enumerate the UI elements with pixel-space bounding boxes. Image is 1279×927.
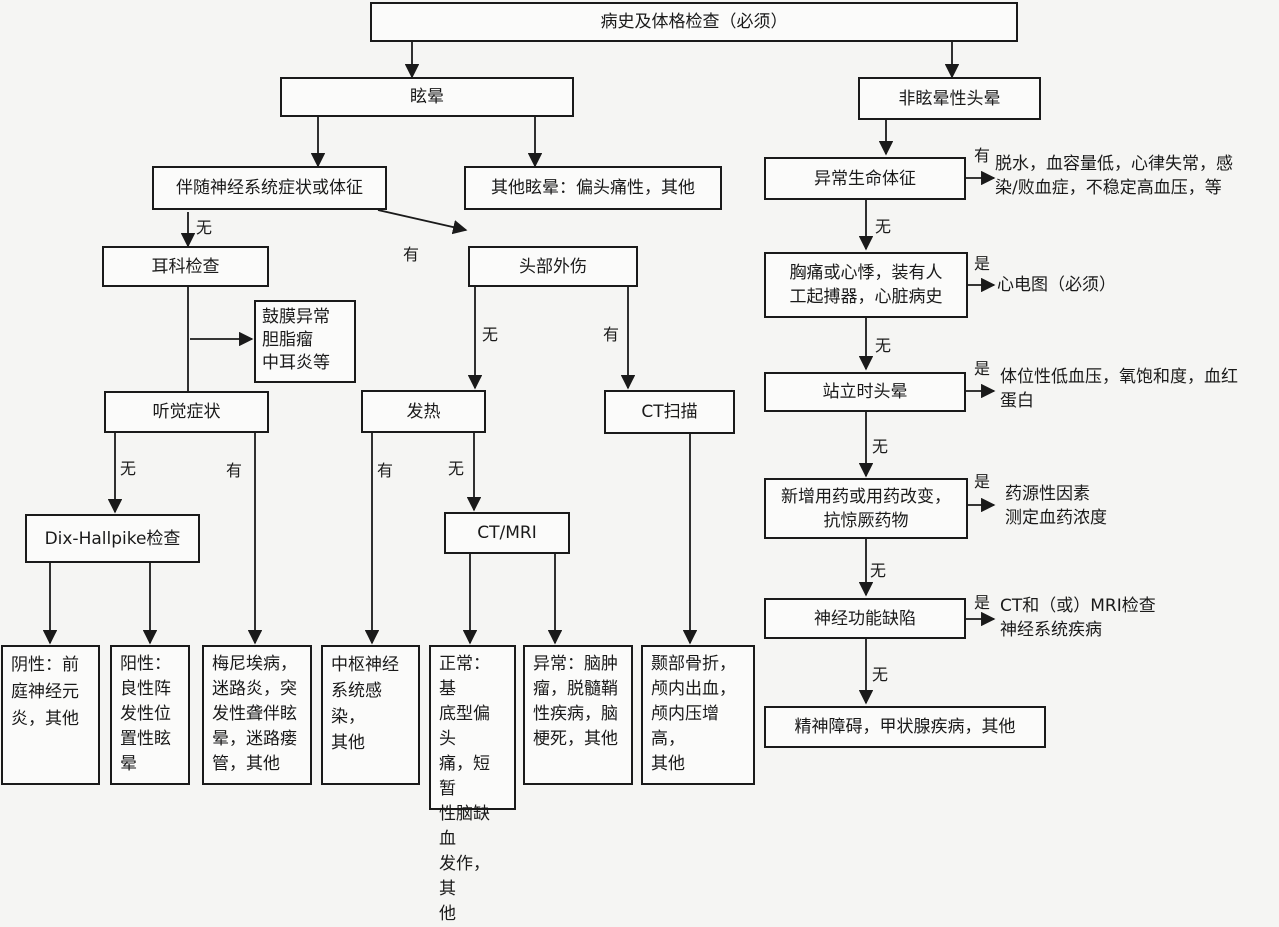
edge-label-no: 无 bbox=[482, 325, 499, 344]
negative-result-box: 阴性：前 庭神经元 炎，其他 bbox=[1, 645, 100, 785]
edge-label-no: 无 bbox=[448, 459, 465, 478]
eardrum-line: 胆脂瘤 bbox=[262, 330, 313, 350]
eardrum-line: 鼓膜异常 bbox=[262, 307, 330, 327]
abnormal-result-box: 异常：脑肿 瘤，脱髓鞘 性疾病，脑 梗死，其他 bbox=[523, 645, 633, 785]
edge-label-no: 无 bbox=[875, 336, 892, 355]
positive-result-box: 阳性： 良性阵 发性位 置性眩 晕 bbox=[110, 645, 190, 785]
edge-label-shi: 是 bbox=[974, 254, 991, 273]
vitals-result-line: 脱水，血容量低，心律失常，感 bbox=[995, 154, 1233, 174]
edge-label-yes: 有 bbox=[974, 146, 991, 165]
chest-pain-box: 胸痛或心悸，装有人 工起搏器，心脏病史 bbox=[764, 252, 968, 318]
meniere-line: 迷路炎，突 bbox=[212, 679, 297, 699]
ct-scan-box: CT扫描 bbox=[604, 390, 735, 434]
new-drug-line: 新增用药或用药改变， bbox=[781, 486, 951, 507]
drug-result-text: 药源性因素 测定血药浓度 bbox=[1005, 482, 1107, 530]
ct-mri-box: CT/MRI bbox=[444, 512, 570, 554]
positive-line: 置性眩 bbox=[120, 729, 171, 749]
edge-label-no: 无 bbox=[196, 218, 213, 237]
vitals-result-line: 染/败血症，不稳定高血压，等 bbox=[995, 178, 1222, 198]
skull-result-box: 颞部骨折， 颅内出血， 颅内压增高， 其他 bbox=[641, 645, 755, 785]
abnormal-line: 性疾病，脑 bbox=[533, 704, 618, 724]
cns-infection-box: 中枢神经 系统感染， 其他 bbox=[321, 645, 420, 785]
skull-line: 颅内出血， bbox=[651, 679, 736, 699]
normal-line: 性脑缺血 bbox=[439, 804, 490, 849]
edge-label-yes: 有 bbox=[377, 461, 394, 480]
drug-result-line: 药源性因素 bbox=[1005, 484, 1090, 504]
ecg-text: 心电图（必须） bbox=[997, 275, 1116, 295]
neuro-result-line: 神经系统疾病 bbox=[1000, 620, 1102, 640]
edge-label-no: 无 bbox=[875, 217, 892, 236]
edge-label-yes: 有 bbox=[603, 325, 620, 344]
edge-label-no: 无 bbox=[870, 561, 887, 580]
negative-line: 阴性：前 bbox=[11, 655, 79, 675]
positive-line: 晕 bbox=[120, 754, 137, 774]
other-vertigo-box: 其他眩晕：偏头痛性，其他 bbox=[464, 166, 722, 210]
edge-neuro-trauma bbox=[377, 209, 468, 235]
chest-pain-line: 工起搏器，心脏病史 bbox=[789, 287, 943, 307]
normal-result-box: 正常：基 底型偏头 痛，短暂 性脑缺血 发作，其 他 bbox=[429, 645, 516, 924]
chest-pain-line: 胸痛或心悸，装有人 bbox=[789, 263, 943, 283]
new-drug-box: 新增用药或用药改变， 抗惊厥药物 bbox=[764, 478, 968, 539]
cns-line: 其他 bbox=[331, 733, 365, 753]
positive-line: 阳性： bbox=[120, 654, 171, 674]
normal-line: 痛，短暂 bbox=[439, 754, 490, 799]
abnormal-line: 梗死，其他 bbox=[533, 729, 618, 749]
history-exam-box: 病史及体格检查（必须） bbox=[370, 2, 1018, 42]
connector-lines bbox=[42, 42, 996, 705]
normal-line: 他 bbox=[439, 904, 456, 924]
vitals-result-text: 脱水，血容量低，心律失常，感 染/败血症，不稳定高血压，等 bbox=[995, 152, 1277, 200]
normal-line: 发作，其 bbox=[439, 854, 490, 899]
edge-label-shi: 是 bbox=[974, 593, 991, 612]
normal-line: 正常：基 bbox=[439, 654, 490, 699]
eardrum-line: 中耳炎等 bbox=[262, 353, 330, 373]
edge-label-shi: 是 bbox=[974, 472, 991, 491]
vertigo-box: 眩晕 bbox=[280, 77, 574, 117]
positive-line: 发性位 bbox=[120, 704, 171, 724]
abnormal-line: 瘤，脱髓鞘 bbox=[533, 679, 618, 699]
meniere-line: 梅尼埃病， bbox=[212, 654, 297, 674]
meniere-result-box: 梅尼埃病， 迷路炎，突 发性聋伴眩 晕，迷路瘘 管，其他 bbox=[202, 645, 312, 785]
skull-line: 颅内压增高， bbox=[651, 704, 719, 749]
edge-label-no: 无 bbox=[872, 665, 889, 684]
abnormal-line: 异常：脑肿 bbox=[533, 654, 618, 674]
positive-line: 良性阵 bbox=[120, 679, 171, 699]
abnormal-vitals-box: 异常生命体征 bbox=[764, 157, 966, 200]
negative-line: 庭神经元 bbox=[11, 682, 79, 702]
meniere-line: 发性聋伴眩 bbox=[212, 704, 297, 724]
skull-line: 颞部骨折， bbox=[651, 654, 736, 674]
meniere-line: 晕，迷路瘘 bbox=[212, 729, 297, 749]
psych-box: 精神障碍，甲状腺疾病，其他 bbox=[764, 706, 1046, 748]
edge-label-no: 无 bbox=[120, 459, 137, 478]
hearing-symptom-box: 听觉症状 bbox=[104, 391, 269, 433]
ent-exam-box: 耳科检查 bbox=[102, 246, 269, 287]
neuro-result-line: CT和（或）MRI检查 bbox=[1000, 596, 1156, 616]
orthostatic-result-line: 体位性低血压，氧饱和度，血红 bbox=[1000, 367, 1238, 387]
cns-line: 中枢神经 bbox=[331, 655, 399, 675]
skull-line: 其他 bbox=[651, 754, 685, 774]
eardrum-result-box: 鼓膜异常 胆脂瘤 中耳炎等 bbox=[254, 300, 356, 383]
neuro-deficit-box: 神经功能缺陷 bbox=[764, 598, 966, 639]
negative-line: 炎，其他 bbox=[11, 709, 79, 729]
orthostatic-result-line: 蛋白 bbox=[1000, 391, 1034, 411]
fever-box: 发热 bbox=[361, 390, 486, 433]
normal-line: 底型偏头 bbox=[439, 704, 490, 749]
drug-result-line: 测定血药浓度 bbox=[1005, 508, 1107, 528]
edge-label-shi: 是 bbox=[974, 359, 991, 378]
edge-label-yes: 有 bbox=[403, 245, 420, 264]
orthostatic-result-text: 体位性低血压，氧饱和度，血红 蛋白 bbox=[1000, 365, 1277, 413]
neuro-result-text: CT和（或）MRI检查 神经系统疾病 bbox=[1000, 594, 1156, 642]
dix-hallpike-box: Dix-Hallpike检查 bbox=[25, 514, 200, 563]
new-drug-line: 抗惊厥药物 bbox=[823, 510, 909, 531]
edge-label-no: 无 bbox=[872, 437, 889, 456]
cns-line: 系统感染， bbox=[331, 681, 382, 727]
head-trauma-box: 头部外伤 bbox=[468, 246, 638, 287]
meniere-line: 管，其他 bbox=[212, 754, 280, 774]
orthostatic-box: 站立时头晕 bbox=[764, 372, 966, 412]
edge-label-yes: 有 bbox=[226, 461, 243, 480]
neuro-signs-box: 伴随神经系统症状或体征 bbox=[152, 166, 387, 210]
non-vertigo-box: 非眩晕性头晕 bbox=[858, 77, 1041, 120]
